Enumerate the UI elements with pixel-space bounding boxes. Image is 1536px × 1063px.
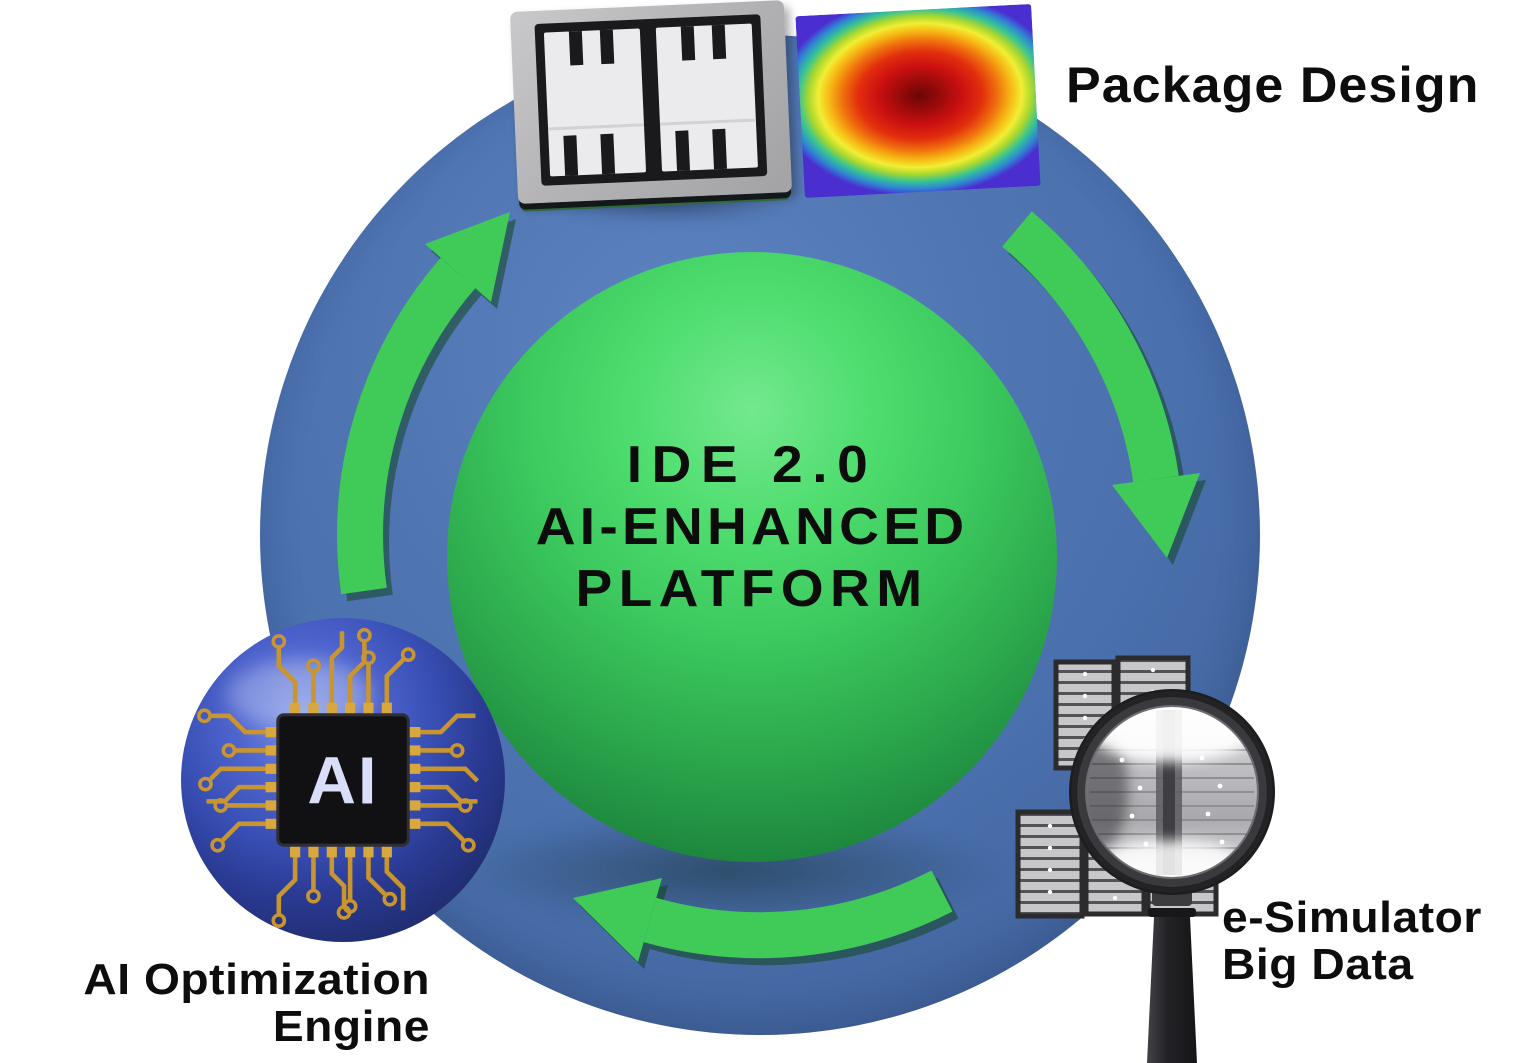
die-right — [655, 23, 758, 172]
die-package-image — [509, 0, 793, 204]
ai-engine-label-line1: AI Optimization — [83, 955, 431, 1004]
center-label-line3: PLATFORM — [575, 560, 929, 618]
cycle-arrow-bottom-left — [573, 870, 953, 962]
package-cavity — [534, 14, 768, 186]
magnifying-glass — [1069, 689, 1275, 1063]
platform-sphere — [447, 252, 1057, 862]
center-label: IDE 2.0 AI-ENHANCED PLATFORM — [421, 434, 1082, 620]
package-substrate — [509, 0, 793, 204]
ai-engine-label-line2: Engine — [272, 1002, 430, 1051]
ai-chip-label: AI — [307, 743, 378, 818]
package-design-label: Package Design — [1066, 57, 1480, 113]
e-simulator-label: e-Simulator Big Data — [1222, 894, 1482, 988]
e-simulator-label-line1: e-Simulator — [1222, 893, 1482, 942]
e-simulator-label-line2: Big Data — [1222, 940, 1414, 989]
ai-chip — [276, 713, 410, 847]
ai-chip-ball-image: AI — [181, 618, 505, 942]
ai-engine-label: AI Optimization Engine — [16, 956, 430, 1050]
cycle-arrow-down-right — [1002, 211, 1200, 558]
center-label-line2: AI-ENHANCED — [535, 498, 969, 556]
server-racks-magnifier-image — [1015, 655, 1275, 1063]
trace-terminals — [197, 627, 476, 928]
center-label-line1: IDE 2.0 — [626, 436, 878, 494]
die-left — [543, 28, 647, 177]
cycle-arrow-up-left — [337, 212, 510, 595]
thermal-heatmap-image — [795, 3, 1041, 199]
